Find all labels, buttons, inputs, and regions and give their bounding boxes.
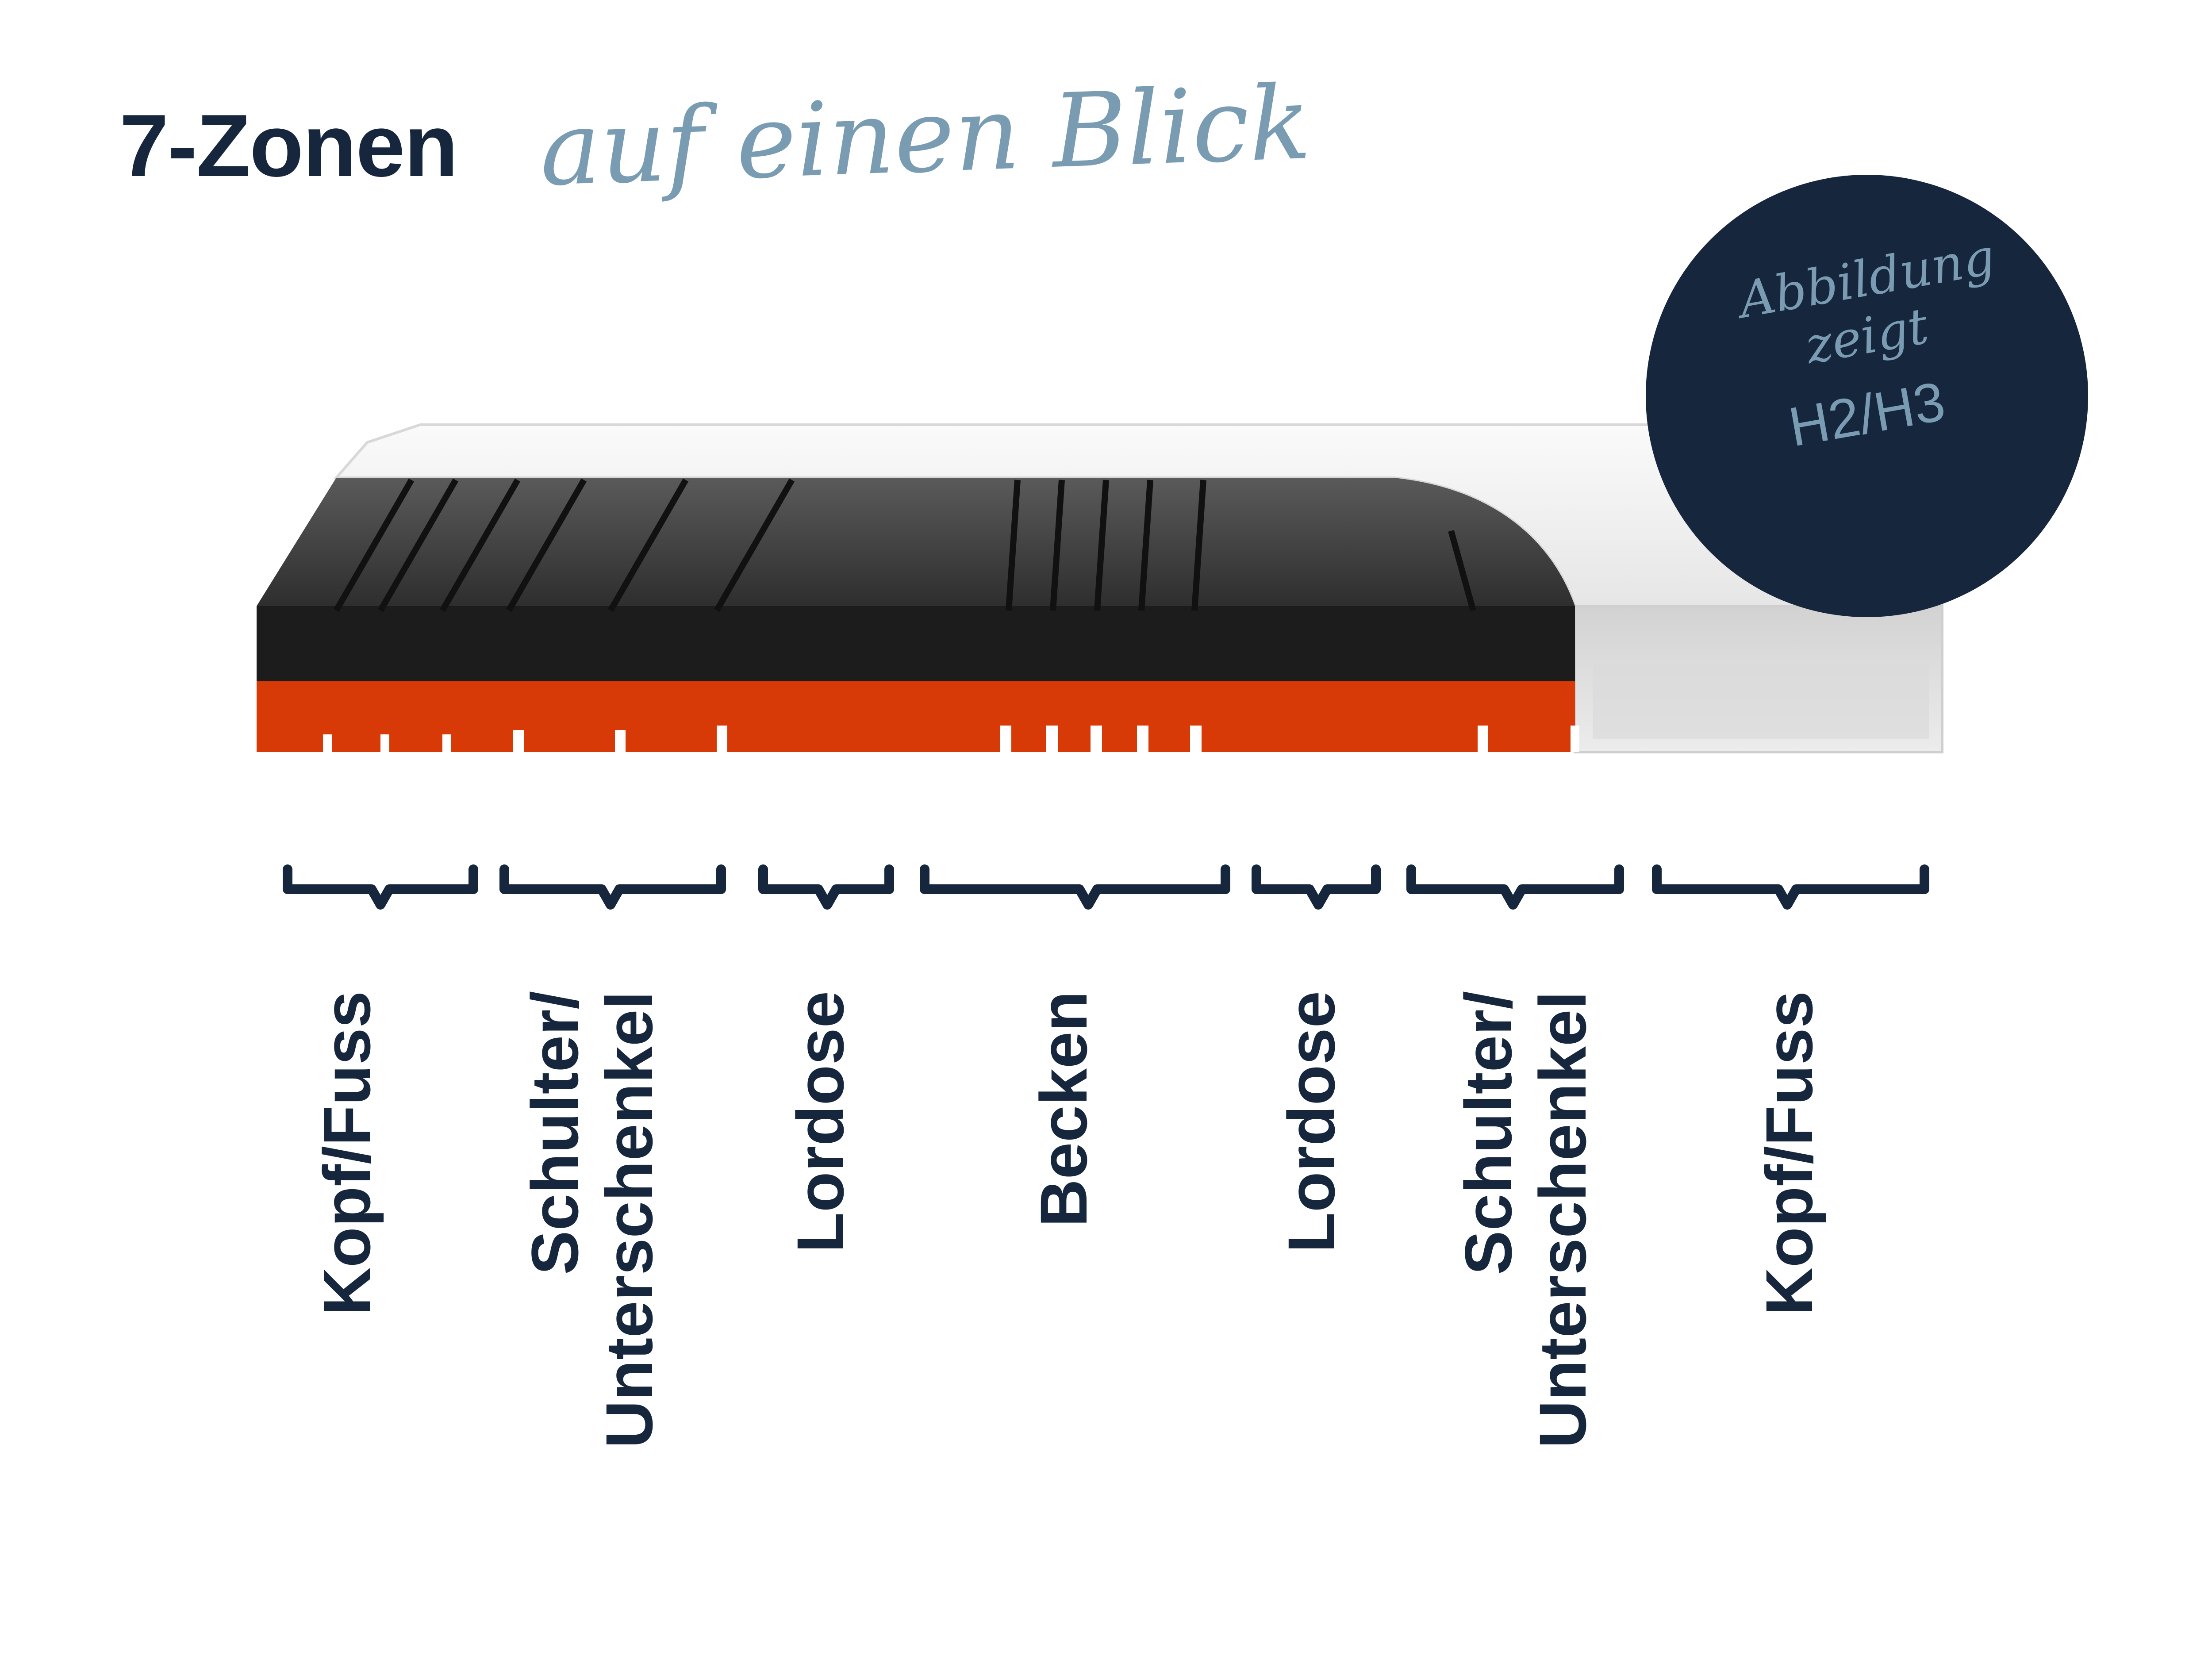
foam-top: [257, 478, 1575, 606]
zone-label-4: Becken: [1026, 991, 1101, 1227]
zone-label-5: Lordose: [1274, 991, 1348, 1253]
firmness-badge: Abbildung zeigt H2/H3: [1646, 175, 2088, 617]
zone-label-2: Schulter/ Unterschenkel: [518, 991, 666, 1448]
brace-4: [920, 864, 1230, 910]
brace-6: [1406, 864, 1624, 910]
foam-notches: [323, 726, 1579, 752]
brace-7: [1652, 864, 1929, 910]
title-bold: 7-Zonen: [119, 96, 458, 195]
zone-braces: [283, 864, 1929, 910]
zone-label-3: Lordose: [783, 991, 857, 1253]
brace-1: [283, 864, 478, 910]
foam-front-black: [257, 606, 1575, 681]
brace-2: [499, 864, 726, 910]
brace-3: [758, 864, 894, 910]
brace-5: [1252, 864, 1381, 910]
zone-label-7: Kopf/Fuss: [1752, 991, 1826, 1316]
foam-front-orange: [257, 681, 1575, 752]
foam-cuts: [333, 478, 1476, 612]
zone-label-1: Kopf/Fuss: [310, 991, 384, 1316]
cover-side-band: [1593, 664, 1929, 739]
zone-label-6: Schulter/ Unterschenkel: [1451, 991, 1600, 1448]
